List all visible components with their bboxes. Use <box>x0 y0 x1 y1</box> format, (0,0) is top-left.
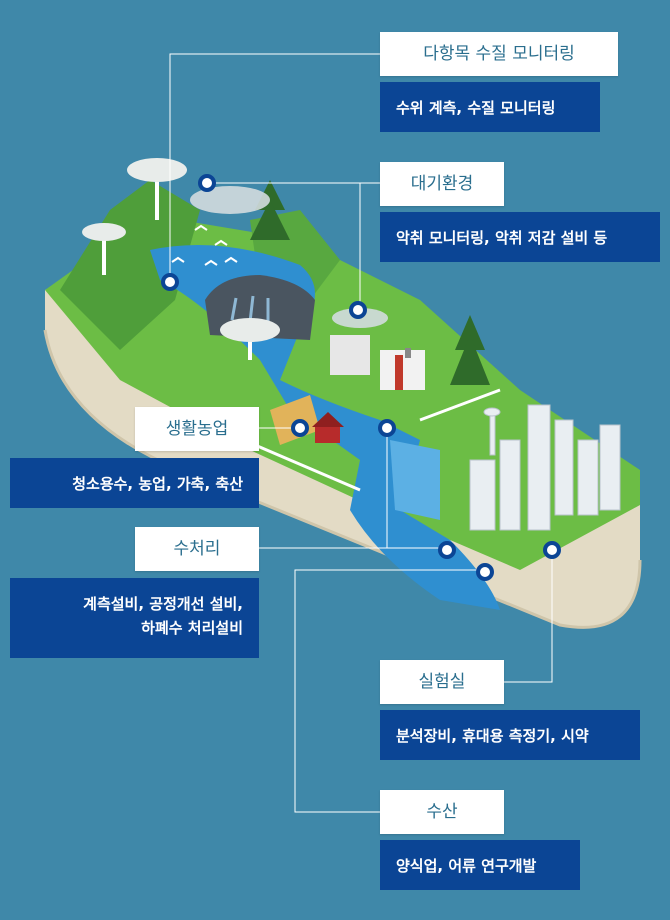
marker <box>161 174 561 581</box>
category-desc-water: 계측설비, 공정개선 설비, 하폐수 처리설비 <box>10 578 259 658</box>
desc-line: 계측설비, 공정개선 설비, <box>83 595 243 613</box>
category-desc-air: 악취 모니터링, 악취 저감 설비 등 <box>380 212 660 262</box>
desc-line: 악취 모니터링, 악취 저감 설비 등 <box>396 229 608 247</box>
category-label-lab: 실험실 <box>380 660 504 704</box>
waterfall <box>390 440 440 520</box>
category-desc-lab: 분석장비, 휴대용 측정기, 시약 <box>380 710 640 760</box>
category-label-fish: 수산 <box>380 790 504 834</box>
desc-line: 청소용수, 농업, 가축, 축산 <box>72 475 243 493</box>
factory-icon <box>330 335 425 390</box>
category-label-water: 수처리 <box>135 527 259 571</box>
bird-icon <box>171 224 238 266</box>
desc-line: 하폐수 처리설비 <box>141 619 243 637</box>
desc-line: 양식업, 어류 연구개발 <box>396 857 537 875</box>
tree-icon <box>82 158 280 360</box>
category-label-agri: 생활농업 <box>135 407 259 451</box>
category-desc-agri: 청소용수, 농업, 가축, 축산 <box>10 458 259 508</box>
category-desc-multi: 수위 계측, 수질 모니터링 <box>380 82 600 132</box>
skyscraper-icon <box>469 404 621 531</box>
mountain-left <box>60 180 200 350</box>
category-label-multi: 다항목 수질 모니터링 <box>380 32 618 76</box>
category-desc-fish: 양식업, 어류 연구개발 <box>380 840 580 890</box>
desc-line: 수위 계측, 수질 모니터링 <box>396 99 556 117</box>
category-label-air: 대기환경 <box>380 162 504 206</box>
desc-line: 분석장비, 휴대용 측정기, 시약 <box>396 727 589 745</box>
